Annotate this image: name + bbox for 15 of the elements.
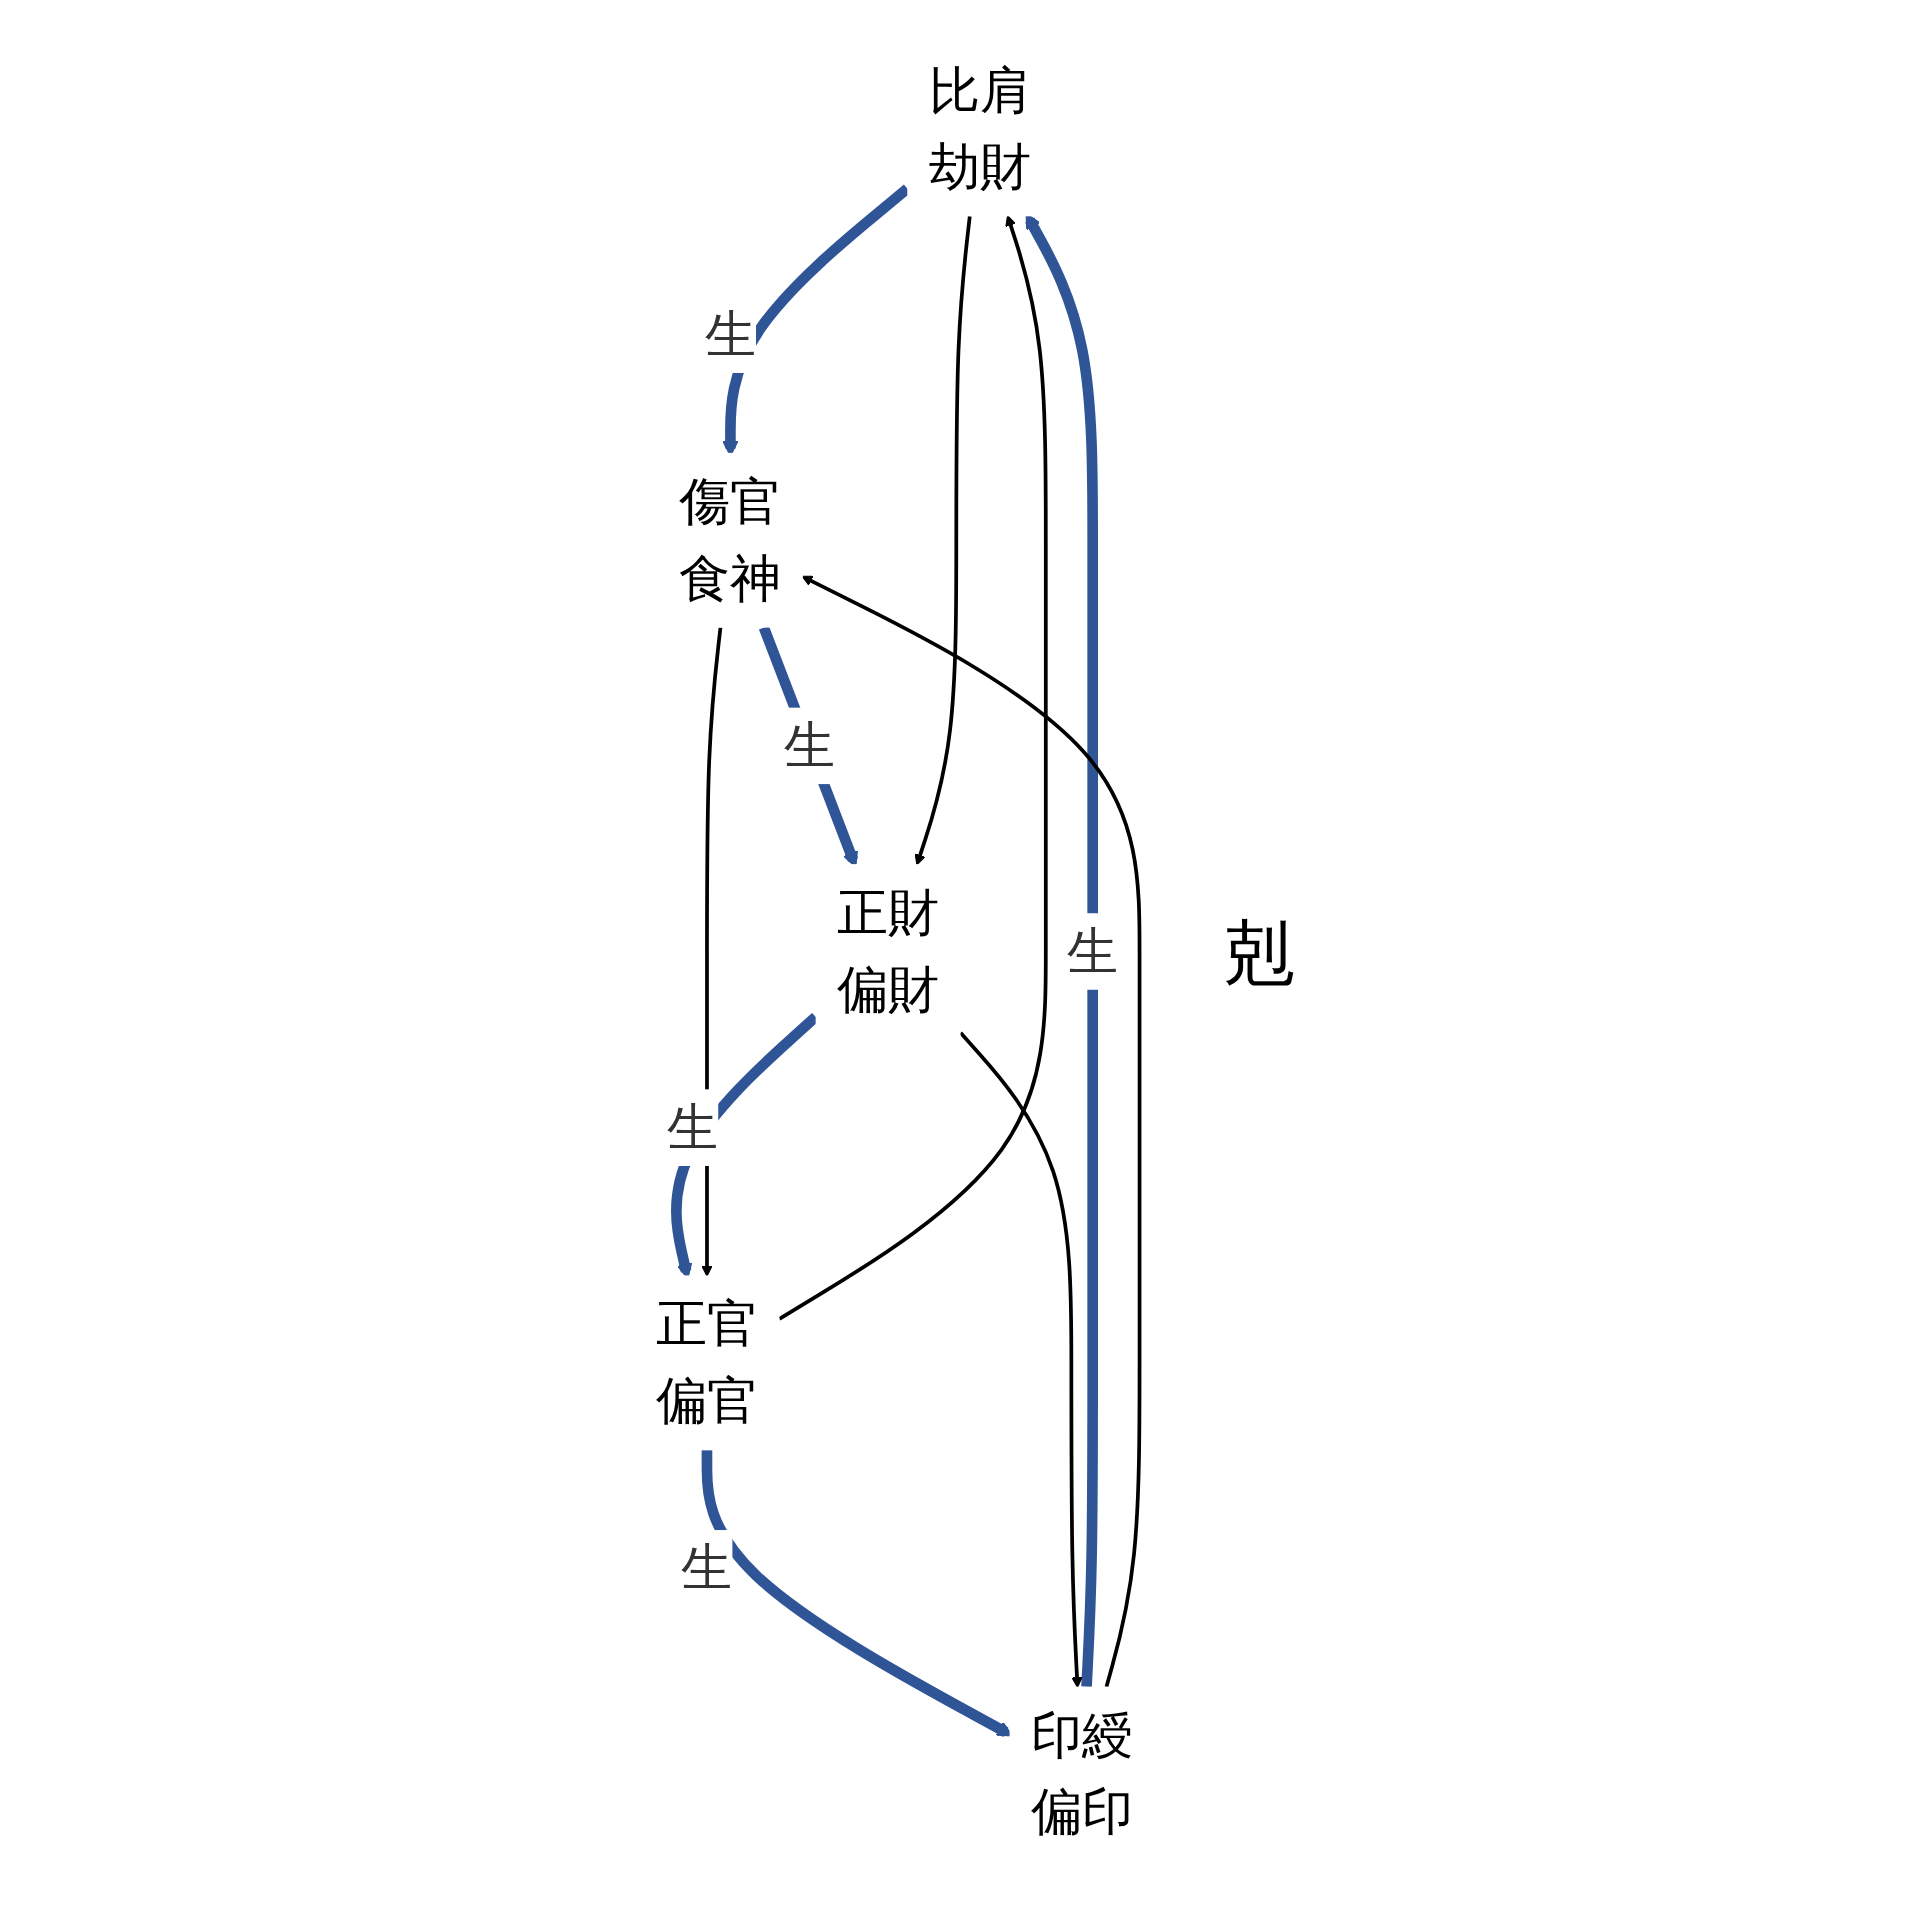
edge-label: 生 <box>666 1098 718 1155</box>
edge-label: 生 <box>680 1539 733 1596</box>
node-text: 正財 偏財 <box>836 883 939 1018</box>
node-text: 比肩 劫財 <box>928 61 1031 195</box>
arrow <box>801 575 1141 1687</box>
edge-label: 生 <box>783 716 835 774</box>
note-label: 剋 <box>1222 911 1295 995</box>
node-text: 正官 偏官 <box>655 1295 758 1429</box>
edge-label: 生 <box>1066 922 1118 979</box>
node-text: 傷官 食神 <box>678 472 782 606</box>
edge-label: 生 <box>704 305 756 362</box>
arrow <box>914 215 972 865</box>
node-text: 印綬 偏印 <box>1030 1706 1133 1840</box>
arrow <box>958 1031 1083 1688</box>
arrow <box>777 214 1048 1320</box>
